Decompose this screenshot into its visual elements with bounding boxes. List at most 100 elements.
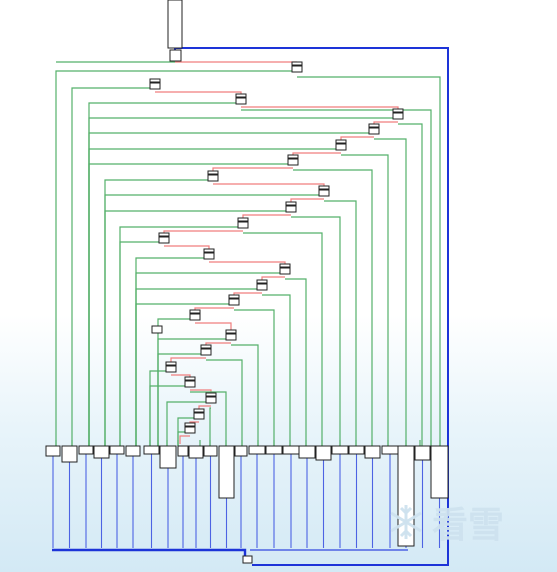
block-node-72[interactable] [414,445,431,461]
edge-45 [157,353,206,446]
edge-33 [88,163,293,446]
block-node-14[interactable] [287,158,299,166]
block-node-22[interactable] [237,221,249,229]
edge-51 [297,76,441,446]
edge-18 [195,322,232,331]
block-node-9[interactable] [368,123,380,128]
block-node-64[interactable] [282,445,300,455]
block-node-59[interactable] [203,445,218,457]
edge-56 [293,169,373,446]
edge-7 [292,152,341,161]
block-node-31[interactable] [228,294,240,299]
edge-61 [262,294,291,446]
block-node-53[interactable] [109,445,125,455]
block-node-44[interactable] [205,396,217,404]
block-node-48[interactable] [184,426,196,434]
block-node-52[interactable] [93,445,110,459]
edge-14 [209,261,286,270]
block-node-56[interactable] [159,445,177,469]
edge-17 [194,307,234,316]
block-node-2[interactable] [291,65,303,73]
block-node-34[interactable] [189,313,201,321]
block-node-57[interactable] [177,445,189,457]
block-node-30[interactable] [256,283,268,291]
block-node-13[interactable] [287,154,299,159]
block-node-35[interactable] [225,329,237,334]
edge-63 [231,344,259,446]
block-node-43[interactable] [205,392,217,397]
block-node-62[interactable] [248,445,266,455]
block-node-61[interactable] [234,445,248,457]
entry-block[interactable] [167,0,183,49]
block-node-5[interactable] [235,93,247,98]
block-node-4[interactable] [149,82,161,90]
block-node-68[interactable] [348,445,365,455]
block-node-18[interactable] [318,189,330,197]
edge-66 [209,407,211,446]
block-node-12[interactable] [335,143,347,151]
block-node-25[interactable] [203,248,215,253]
edge-37 [119,226,243,446]
block-node-33[interactable] [189,309,201,314]
block-node-15[interactable] [207,170,219,175]
block-node-73[interactable] [430,445,449,499]
block-node-36[interactable] [225,333,237,341]
edge-12 [163,230,243,239]
block-node-27[interactable] [279,263,291,268]
block-node-32[interactable] [228,298,240,306]
block-node-16[interactable] [207,174,219,182]
orphan-block[interactable] [151,325,163,334]
block-node-45[interactable] [193,408,205,413]
edge-62 [234,309,275,446]
block-node-69[interactable] [364,445,381,459]
block-node-49[interactable] [45,445,61,457]
block-node-26[interactable] [203,252,215,260]
block-node-24[interactable] [158,236,170,244]
exit-block[interactable] [242,555,253,564]
edge-64 [206,359,243,446]
block-node-20[interactable] [285,205,297,213]
block-node-58[interactable] [188,445,204,459]
block-node-55[interactable] [143,445,160,455]
block-node-38[interactable] [200,348,212,356]
block-node-11[interactable] [335,139,347,144]
block-node-60[interactable] [218,445,235,499]
block-node-70[interactable] [381,445,399,455]
block-node-23[interactable] [158,232,170,237]
block-node-47[interactable] [184,422,196,427]
edge-48 [166,401,211,446]
block-node-6[interactable] [235,97,247,105]
block-node-21[interactable] [237,217,249,222]
edge-55 [341,154,389,446]
block-node-50[interactable] [61,445,78,463]
block-node-37[interactable] [200,344,212,349]
block-node-17[interactable] [318,185,330,190]
block-node-54[interactable] [125,445,141,457]
block-node-19[interactable] [285,201,297,206]
block-node-42[interactable] [184,380,196,388]
block-node-28[interactable] [279,267,291,275]
block-node-41[interactable] [184,376,196,381]
edge-42 [135,303,234,446]
block-node-46[interactable] [193,412,205,420]
edge-13 [164,245,210,254]
entry-tail-block[interactable] [169,49,182,62]
block-node-65[interactable] [298,445,316,459]
edge-38 [119,241,164,446]
block-node-7[interactable] [392,108,404,113]
block-node-3[interactable] [149,78,161,83]
block-node-39[interactable] [165,361,177,366]
block-node-1[interactable] [291,61,303,66]
block-node-10[interactable] [368,127,380,135]
block-node-63[interactable] [265,445,283,455]
block-node-40[interactable] [165,365,177,373]
block-node-8[interactable] [392,112,404,120]
block-node-66[interactable] [315,445,332,461]
block-node-29[interactable] [256,279,268,284]
block-node-67[interactable] [331,445,349,455]
edge-47 [149,385,190,446]
block-node-51[interactable] [78,445,94,455]
edge-25 [179,435,190,444]
